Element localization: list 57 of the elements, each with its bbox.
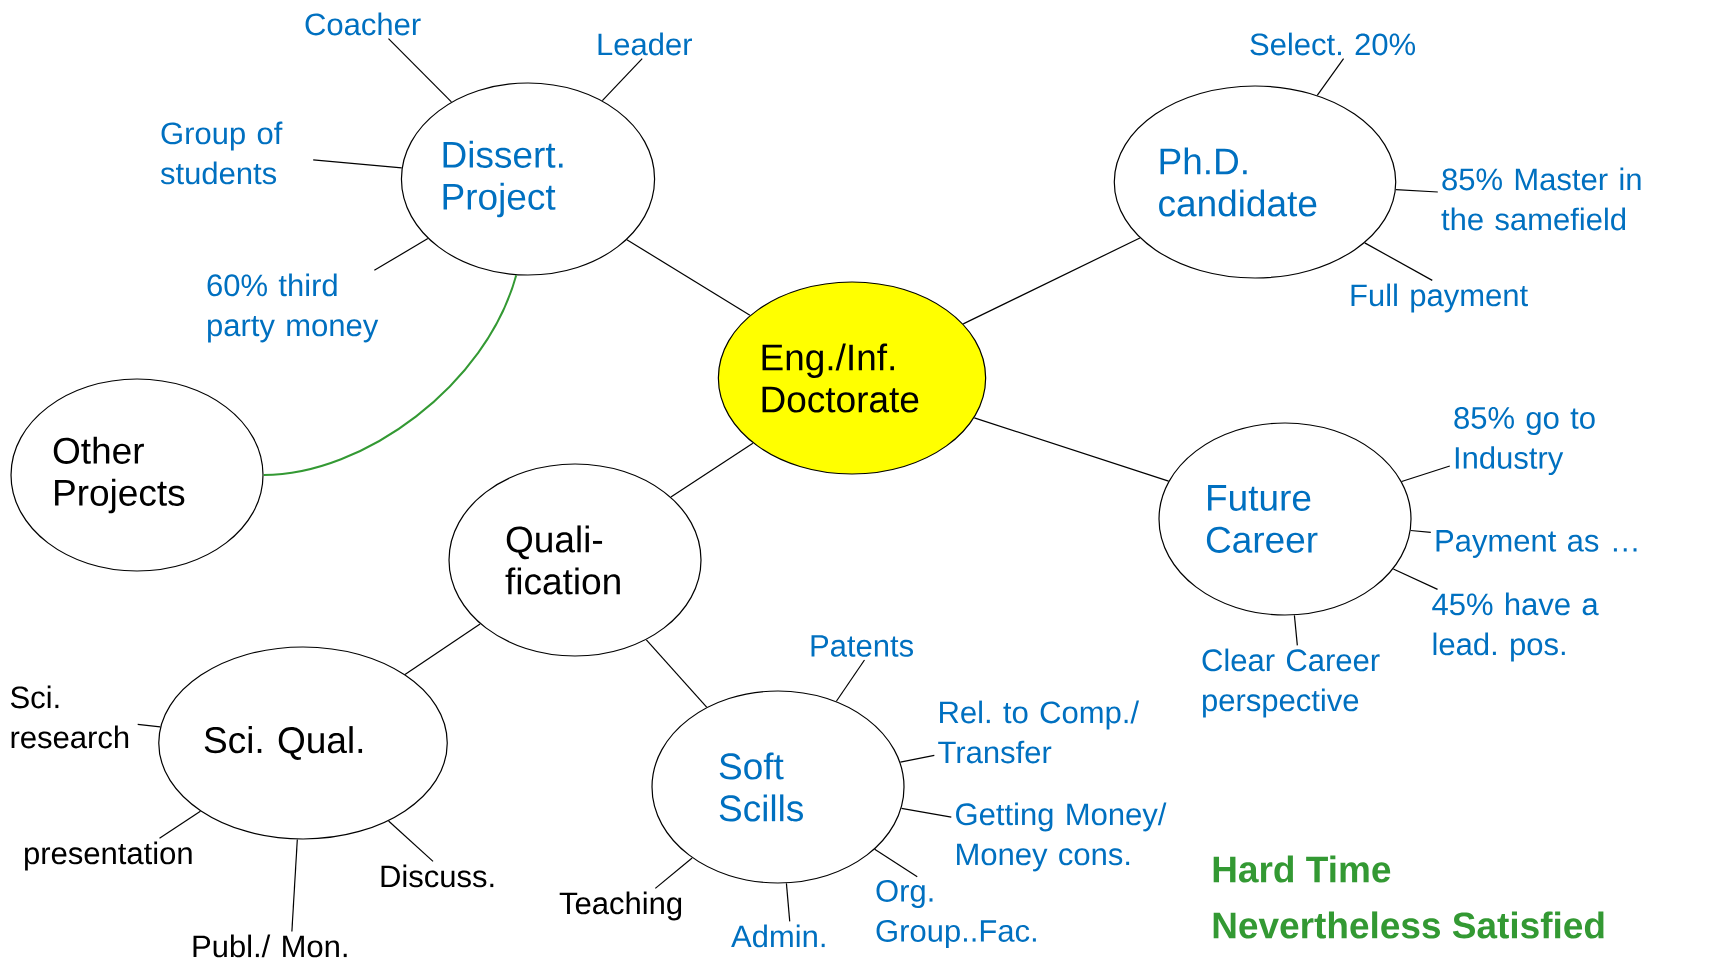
leaf-text: presentation	[25, 841, 192, 871]
connector-line	[645, 639, 708, 708]
leaf-text: Publ./ Mon.	[193, 934, 347, 958]
connector-line	[654, 857, 693, 889]
note-text: Nevertheless Satisfied	[1213, 911, 1604, 939]
connector-line	[1293, 614, 1298, 646]
curved-connector	[262, 274, 518, 476]
connector-line	[1401, 465, 1451, 483]
connector-line	[900, 807, 952, 818]
ellipse-node: Quali- fication	[448, 463, 702, 657]
connector-line	[387, 820, 434, 862]
leaf-text: 45% have a lead. pos.	[1432, 592, 1599, 662]
leaf-text: Rel. to Comp./ Transfer	[938, 700, 1140, 764]
connector-line	[158, 810, 201, 839]
connector-line	[973, 417, 1170, 482]
connector-line	[899, 754, 935, 763]
leaf-text: Getting Money/ Money cons.	[956, 802, 1167, 872]
leaf-text: 85% Master in the samefield	[1441, 167, 1641, 231]
connector-line	[387, 38, 452, 103]
ellipse-node: Eng./Inf. Doctorate	[717, 281, 987, 475]
connector-line	[291, 838, 298, 932]
connector-line	[1316, 58, 1345, 96]
connector-line	[962, 237, 1141, 325]
ellipse-node: Other Projects	[10, 378, 264, 572]
connector-line	[137, 723, 161, 728]
leaf-text: 60% third party money	[207, 273, 379, 343]
leaf-text: Clear Career perspective	[1202, 648, 1380, 718]
leaf-text: Group of students	[160, 121, 283, 185]
connector-line	[373, 237, 429, 271]
connector-line	[874, 848, 918, 878]
connector-line	[1392, 568, 1439, 590]
leaf-text: Admin.	[731, 924, 825, 948]
leaf-text: Leader	[598, 32, 692, 56]
ellipse-node: Future Career	[1158, 422, 1412, 616]
connector-line	[1395, 189, 1439, 193]
leaf-text: Select. 20%	[1250, 32, 1416, 56]
ellipse-node: Dissert. Project	[400, 82, 656, 276]
connector-line	[1410, 529, 1432, 533]
ellipse-node: Ph.D. candidate	[1113, 85, 1397, 279]
leaf-text: Coacher	[305, 12, 421, 36]
connector-line	[626, 239, 751, 316]
connector-line	[785, 882, 791, 922]
connector-line	[1364, 242, 1433, 281]
connector-line	[670, 442, 754, 498]
leaf-text: Patents	[811, 635, 913, 657]
leaf-text: Discuss.	[381, 864, 494, 888]
ellipse-node: Sci. Qual.	[158, 646, 448, 840]
note-text: Hard Time	[1213, 855, 1391, 883]
leaf-text: Sci. research	[10, 685, 129, 749]
connector-line	[312, 159, 403, 169]
connector-line	[404, 623, 481, 675]
leaf-text: Teaching	[559, 891, 682, 921]
leaf-text: 85% go to Industry	[1454, 406, 1595, 476]
connector-line	[835, 659, 866, 702]
leaf-text: Payment as …	[1436, 530, 1637, 558]
leaf-text: Full payment	[1351, 283, 1528, 313]
connector-line	[601, 58, 643, 102]
